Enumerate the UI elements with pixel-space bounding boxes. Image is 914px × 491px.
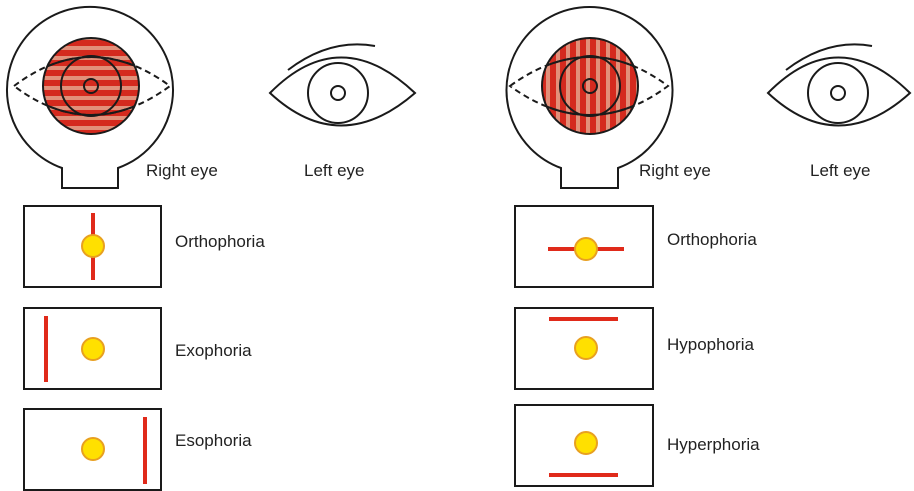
result-label-esophoria: Esophoria	[175, 432, 252, 449]
result-box-hypophoria	[515, 308, 653, 389]
plain-left-eye-right-panel	[768, 44, 910, 125]
result-box-exophoria	[24, 308, 161, 389]
right-eye-label-right-panel: Right eye	[639, 162, 711, 179]
fixation-light	[82, 235, 104, 257]
result-label-orthophoria-left: Orthophoria	[175, 233, 265, 250]
maddox-lens	[43, 38, 139, 134]
result-label-exophoria: Exophoria	[175, 342, 252, 359]
left-eye-label-right-panel: Left eye	[810, 162, 871, 179]
fixation-light	[82, 438, 104, 460]
left-eye-label-left-panel: Left eye	[304, 162, 365, 179]
result-label-hypophoria: Hypophoria	[667, 336, 754, 353]
result-box-orthophoria-horizontal	[515, 206, 653, 287]
fixation-light	[575, 337, 597, 359]
result-label-orthophoria-right: Orthophoria	[667, 231, 757, 248]
fixation-light	[575, 238, 597, 260]
plain-left-eye-left-panel	[270, 44, 415, 125]
result-box-hyperphoria	[515, 405, 653, 486]
maddox-lens	[542, 38, 638, 134]
fixation-light	[82, 338, 104, 360]
result-box-orthophoria-vertical	[24, 206, 161, 287]
fixation-light	[575, 432, 597, 454]
right-eye-label-left-panel: Right eye	[146, 162, 218, 179]
result-box-esophoria	[24, 409, 161, 490]
result-label-hyperphoria: Hyperphoria	[667, 436, 760, 453]
